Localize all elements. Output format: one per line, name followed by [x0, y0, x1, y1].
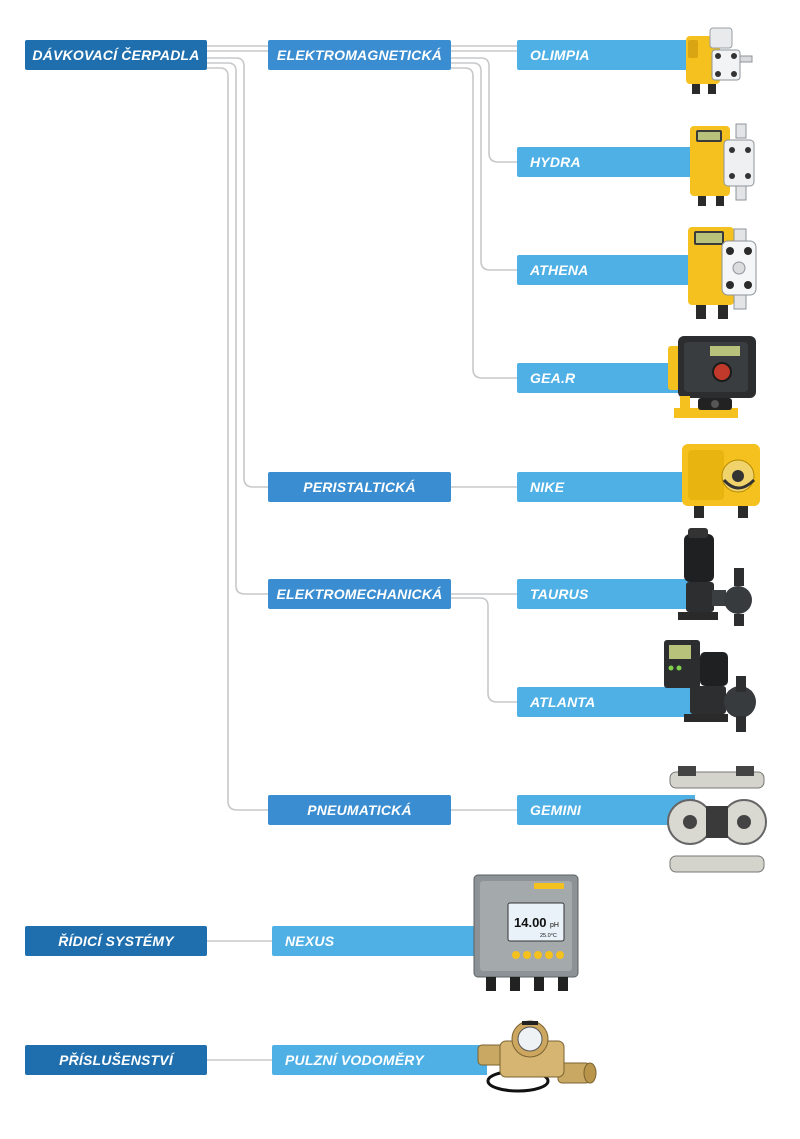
connector-electromechanical-atlanta: [451, 597, 517, 703]
root-control-systems[interactable]: ŘÍDICÍ SYSTÉMY: [25, 926, 207, 956]
connector-electromagnetic-gear: [451, 67, 517, 379]
product-nexus[interactable]: NEXUS: [272, 926, 487, 956]
olimpia-pump-image: [686, 27, 753, 94]
atlanta-pump-image: [664, 640, 756, 732]
connector-electromagnetic-athena: [451, 62, 517, 271]
gear-pump-image: [668, 336, 756, 418]
taurus-pump-image: [678, 528, 752, 626]
root-accessories[interactable]: PŘÍSLUŠENSTVÍ: [25, 1045, 207, 1075]
product-hydra[interactable]: HYDRA: [517, 147, 695, 177]
nexus-controller-image: 14.00 pH 25.0°C: [473, 874, 579, 991]
product-gemini[interactable]: GEMINI: [517, 795, 695, 825]
product-gear[interactable]: GEA.R: [517, 363, 695, 393]
connector-electromagnetic-hydra: [451, 57, 517, 163]
product-pulse-meters[interactable]: PULZNÍ VODOMĚRY: [272, 1045, 487, 1075]
pulse-water-meter-image: [477, 1020, 597, 1093]
product-atlanta[interactable]: ATLANTA: [517, 687, 695, 717]
athena-pump-image: [688, 227, 757, 319]
nexus-display-temperature: 25.0°C: [540, 933, 557, 939]
product-taurus[interactable]: TAURUS: [517, 579, 695, 609]
connector-root-pneumatic: [207, 67, 268, 811]
category-electromechanical[interactable]: ELEKTROMECHANICKÁ: [268, 579, 451, 609]
product-olimpia[interactable]: OLIMPIA: [517, 40, 695, 70]
product-nike[interactable]: NIKE: [517, 472, 695, 502]
category-peristaltic[interactable]: PERISTALTICKÁ: [268, 472, 451, 502]
nike-pump-image: [682, 444, 760, 518]
gemini-pump-image: [667, 766, 767, 873]
hydra-pump-image: [690, 123, 755, 206]
product-athena[interactable]: ATHENA: [517, 255, 695, 285]
connector-root-electromechanical: [207, 62, 268, 595]
root-dosing-pumps[interactable]: DÁVKOVACÍ ČERPADLA: [25, 40, 207, 70]
nexus-display-value: 14.00: [514, 915, 547, 930]
category-pneumatic[interactable]: PNEUMATICKÁ: [268, 795, 451, 825]
nexus-display-unit: pH: [550, 922, 559, 929]
category-electromagnetic[interactable]: ELEKTROMAGNETICKÁ: [268, 40, 451, 70]
connector-root-peristaltic: [207, 57, 268, 488]
